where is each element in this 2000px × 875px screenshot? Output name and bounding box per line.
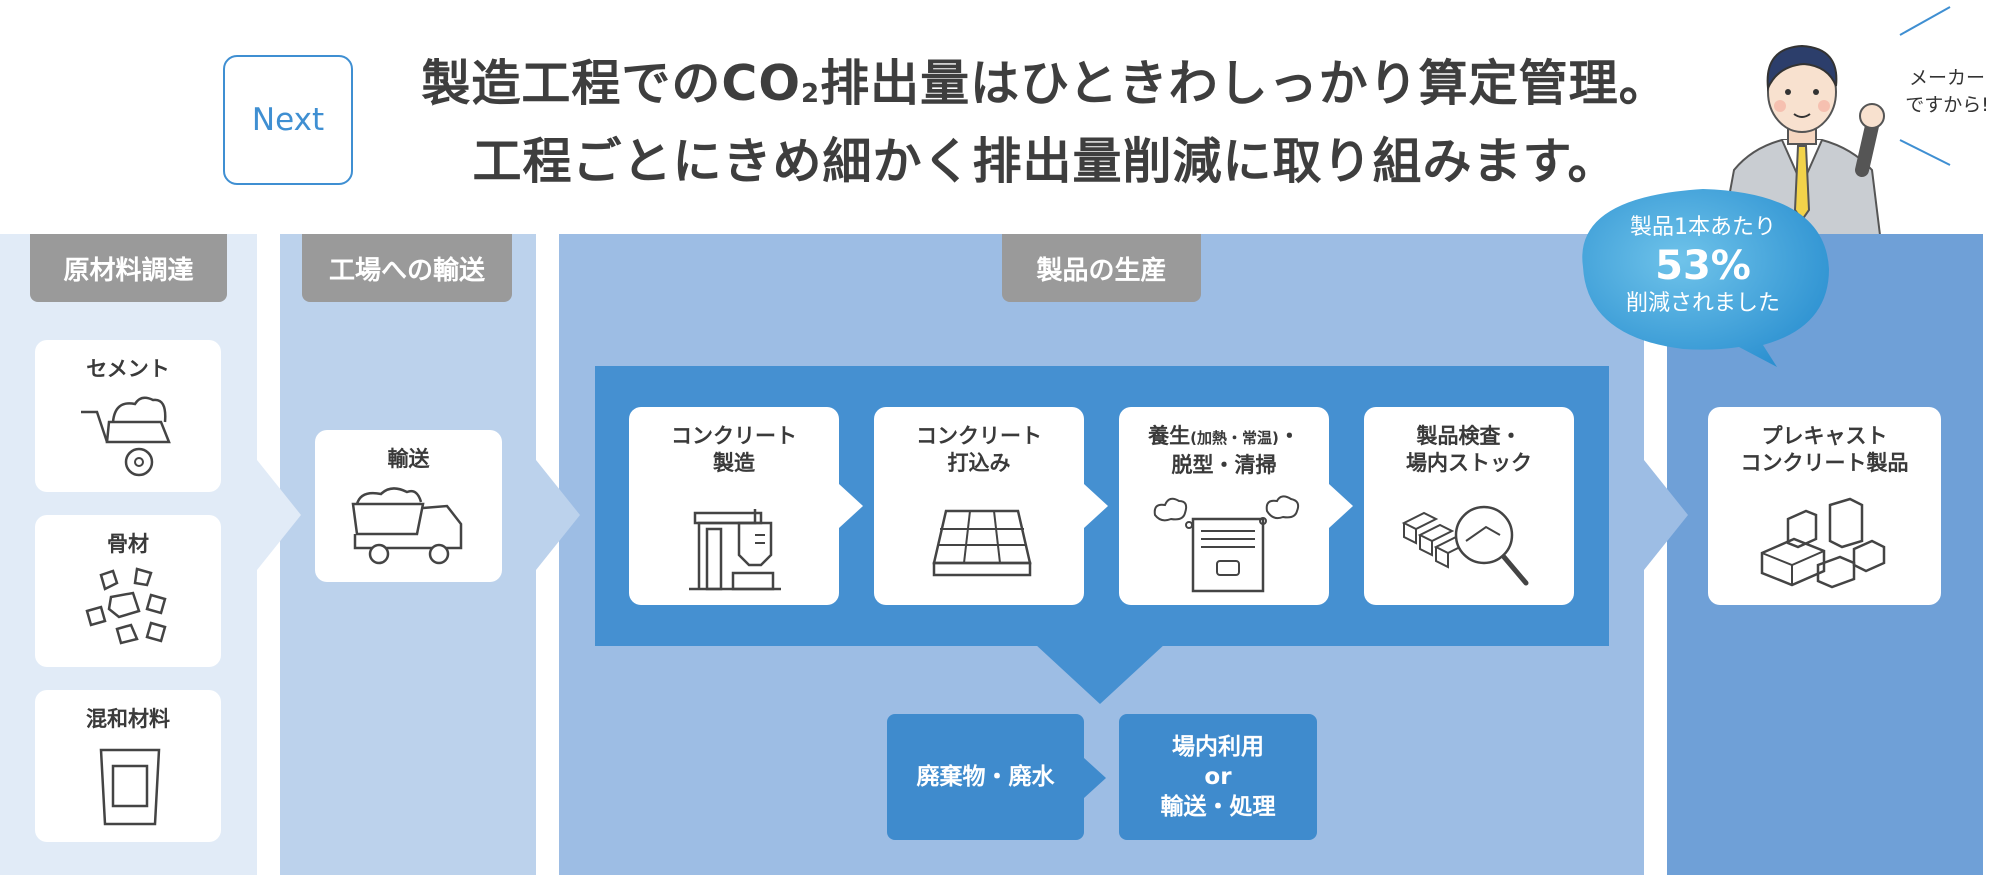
step-curing: 養生(加熱・常温)・ 脱型・清掃: [1119, 407, 1329, 605]
reduction-text: 製品1本あたり 53% 削減されました: [1563, 213, 1843, 319]
curing-chamber-icon: [1153, 495, 1300, 593]
emphasis-lines-icon: [1899, 6, 1951, 166]
concrete-plant-icon: [689, 509, 781, 591]
material-bag-icon: [99, 748, 161, 826]
next-button[interactable]: Next: [223, 55, 353, 185]
waste-box: 廃棄物・廃水: [887, 714, 1084, 840]
card-admixture: 混和材料: [35, 690, 221, 842]
step-arrow-3: [1329, 484, 1353, 528]
wheelbarrow-icon: [81, 396, 171, 477]
reduction-percent: 53%: [1655, 243, 1751, 289]
waste-arrow: [1084, 758, 1106, 798]
page-headline: 製造工程でのCO2排出量はひときわしっかり算定管理。 工程ごとにきめ細かく排出量…: [380, 50, 1710, 196]
dump-truck-icon: [351, 487, 463, 565]
step-arrow-1: [839, 484, 863, 528]
card-transport: 輸送: [315, 430, 502, 582]
card-cement: セメント: [35, 340, 221, 492]
card-precast-product: プレキャスト コンクリート製品: [1708, 407, 1941, 605]
flow-arrow-2: [536, 460, 580, 570]
reuse-box: 場内利用 or 輸送・処理: [1119, 714, 1317, 840]
column-title-raw: 原材料調達: [30, 234, 227, 302]
reduction-speech-bubble: [1582, 189, 1829, 367]
step-inspection: 製品検査・ 場内ストック: [1364, 407, 1574, 605]
panel-pointer: [1035, 644, 1165, 704]
aggregate-stones-icon: [85, 567, 167, 645]
flow-arrow-1: [257, 460, 301, 570]
flow-arrow-3: [1644, 460, 1688, 570]
maker-caption: メーカー ですから!: [1905, 67, 1989, 116]
column-title-production: 製品の生産: [1002, 234, 1201, 302]
headline-line-1: 製造工程でのCO2排出量はひときわしっかり算定管理。: [421, 55, 1669, 112]
card-aggregate: 骨材: [35, 515, 221, 667]
headline-line-2: 工程ごとにきめ細かく排出量削減に取り組みます。: [472, 133, 1618, 190]
step-concrete-production: コンクリート 製造: [629, 407, 839, 605]
precast-blocks-icon: [1760, 497, 1886, 589]
step-arrow-2: [1084, 484, 1108, 528]
formwork-icon: [932, 509, 1032, 577]
inspection-magnifier-icon: [1401, 505, 1529, 586]
column-title-transport: 工場への輸送: [302, 234, 512, 302]
step-concrete-pouring: コンクリート 打込み: [874, 407, 1084, 605]
